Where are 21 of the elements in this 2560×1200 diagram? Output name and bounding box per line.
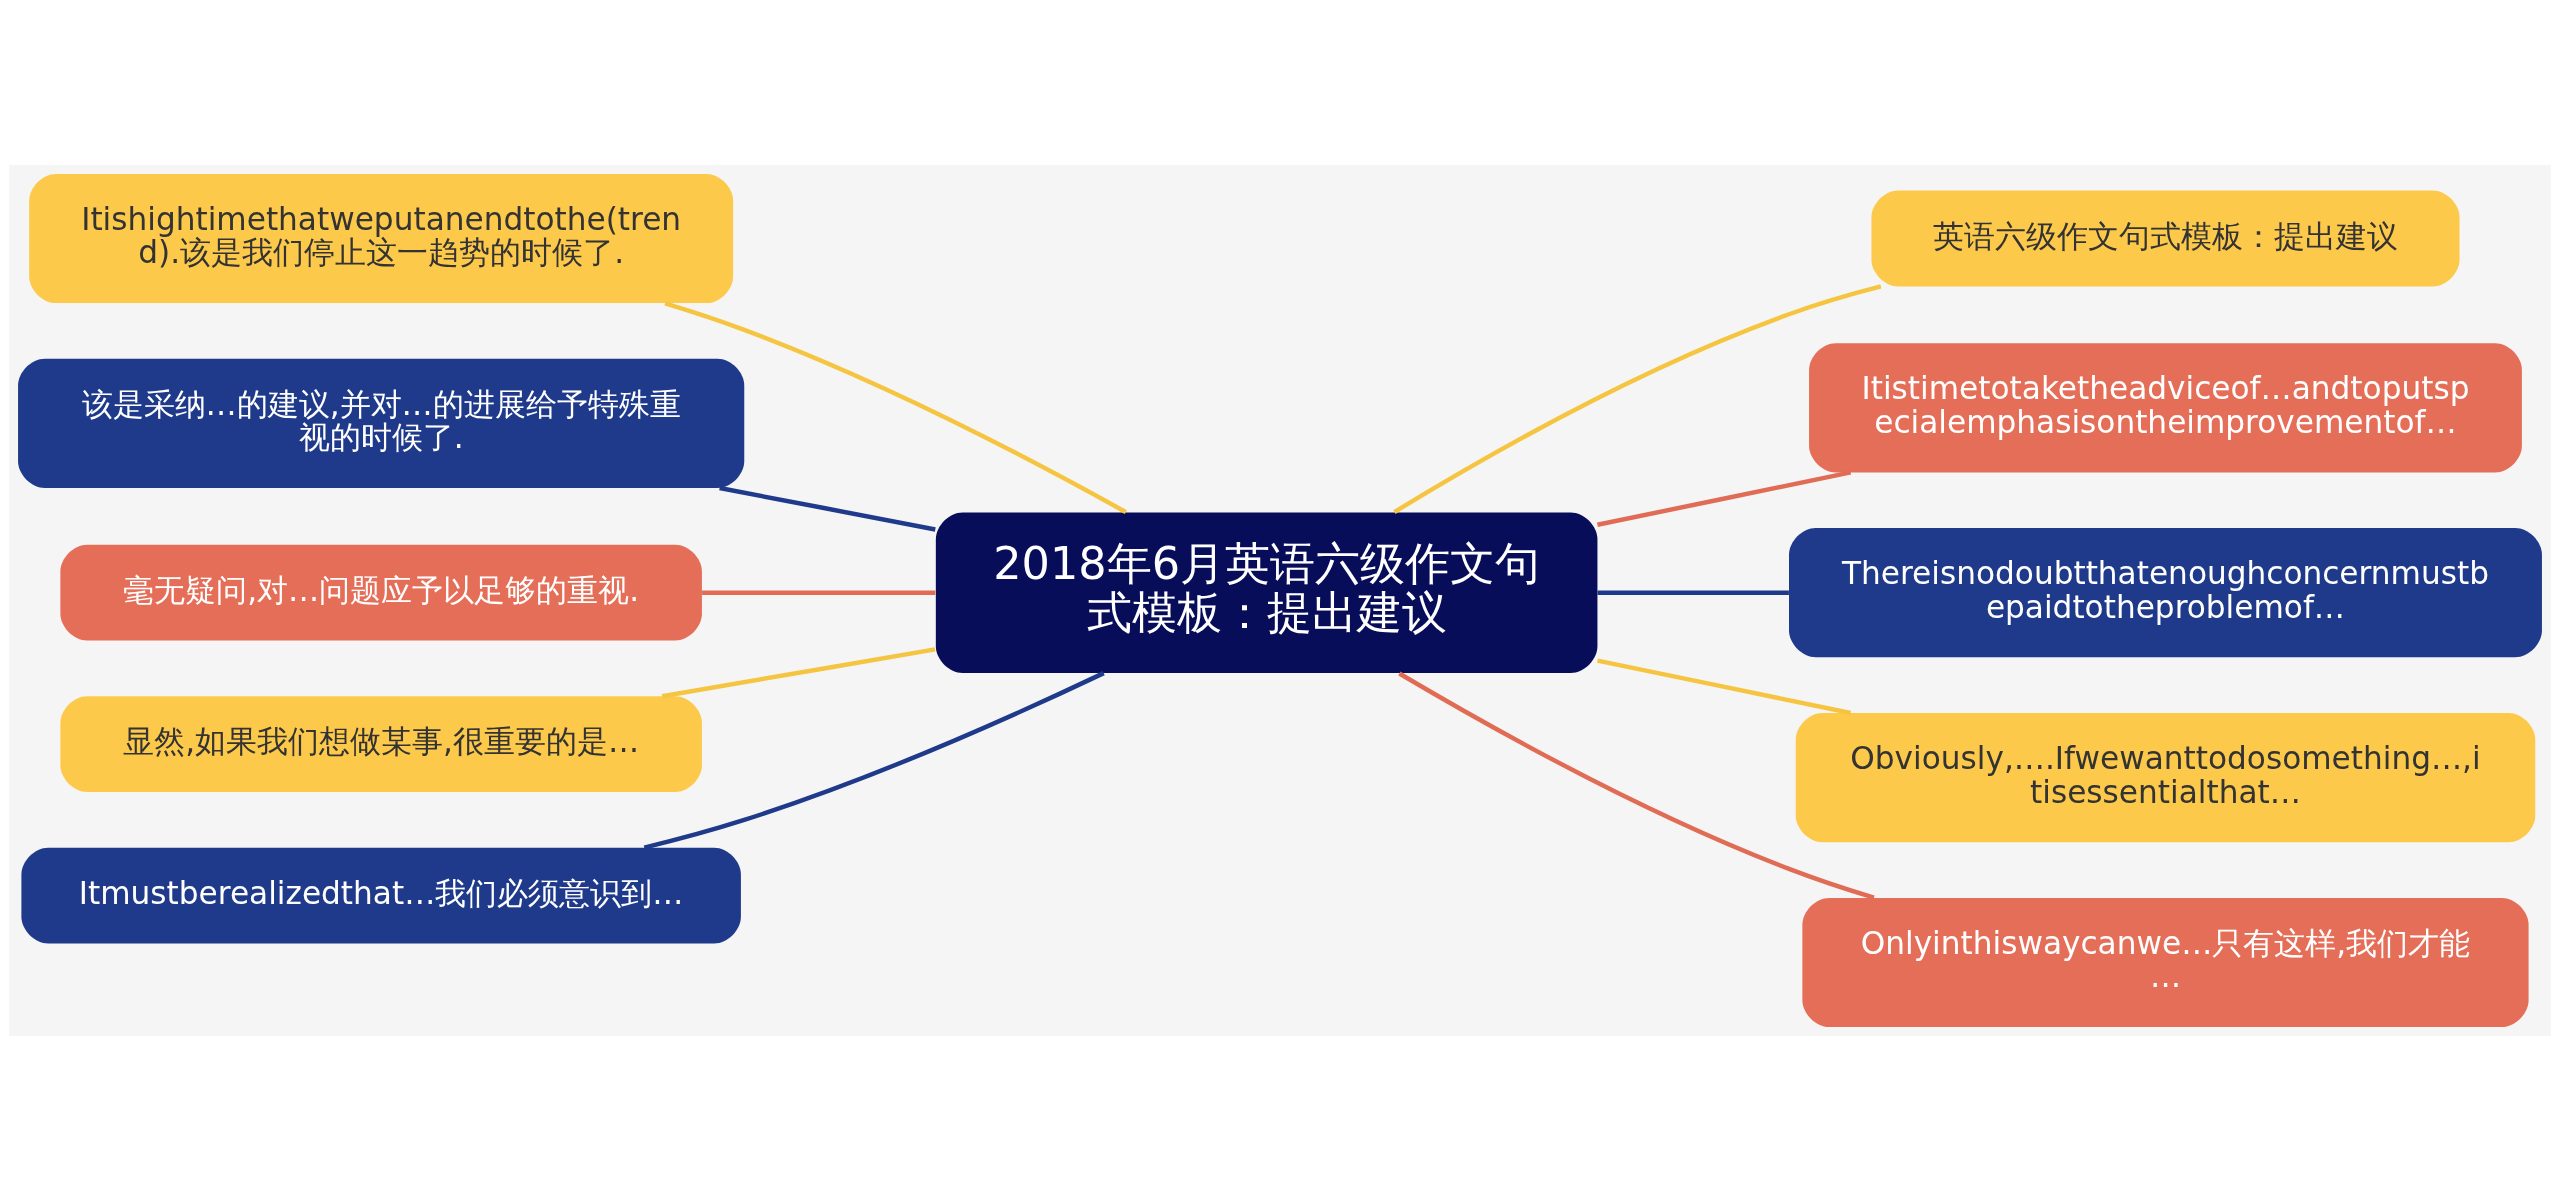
node-box: 英语六级作文句式模板：提出建议 bbox=[1871, 190, 2460, 286]
node-box: 显然,如果我们想做某事,很重要的是… bbox=[60, 695, 702, 792]
connector bbox=[643, 670, 1105, 850]
node-box: Obviously,….Ifwewanttodosomething…,itisessentialthat… bbox=[1795, 712, 2536, 842]
node-box: 该是采纳…的建议,并对…的进展给予特殊重视的时候了. bbox=[18, 358, 745, 488]
connector bbox=[661, 646, 936, 698]
node-box: Itistimetotaketheadviceof…andtoputspecialemphasisontheimprovementof… bbox=[1809, 342, 2522, 472]
connector bbox=[1597, 589, 1789, 595]
node-box: 毫无疑问,对…问题应予以足够的重视. bbox=[60, 544, 702, 641]
connector bbox=[719, 485, 936, 532]
connector bbox=[702, 589, 936, 595]
connector bbox=[664, 300, 1127, 514]
node-box: Itmustberealizedthat…我们必须意识到… bbox=[21, 847, 741, 944]
node-box: Thereisnodoubtthatenoughconcernmustbepaidtotheproblemof… bbox=[1789, 527, 2542, 657]
node-box: Itishightimethatweputanendtothe(trend).该是我们停止这一趋势的时候了. bbox=[29, 173, 734, 303]
connector bbox=[1597, 469, 1852, 527]
connector bbox=[1398, 671, 1875, 900]
node-box: 2018年6月英语六级作文句式模板：提出建议 bbox=[935, 512, 1598, 673]
connector bbox=[1597, 657, 1852, 715]
connector bbox=[1393, 283, 1882, 514]
node-box: Onlyinthiswaycanwe…只有这样,我们才能… bbox=[1802, 897, 2529, 1027]
